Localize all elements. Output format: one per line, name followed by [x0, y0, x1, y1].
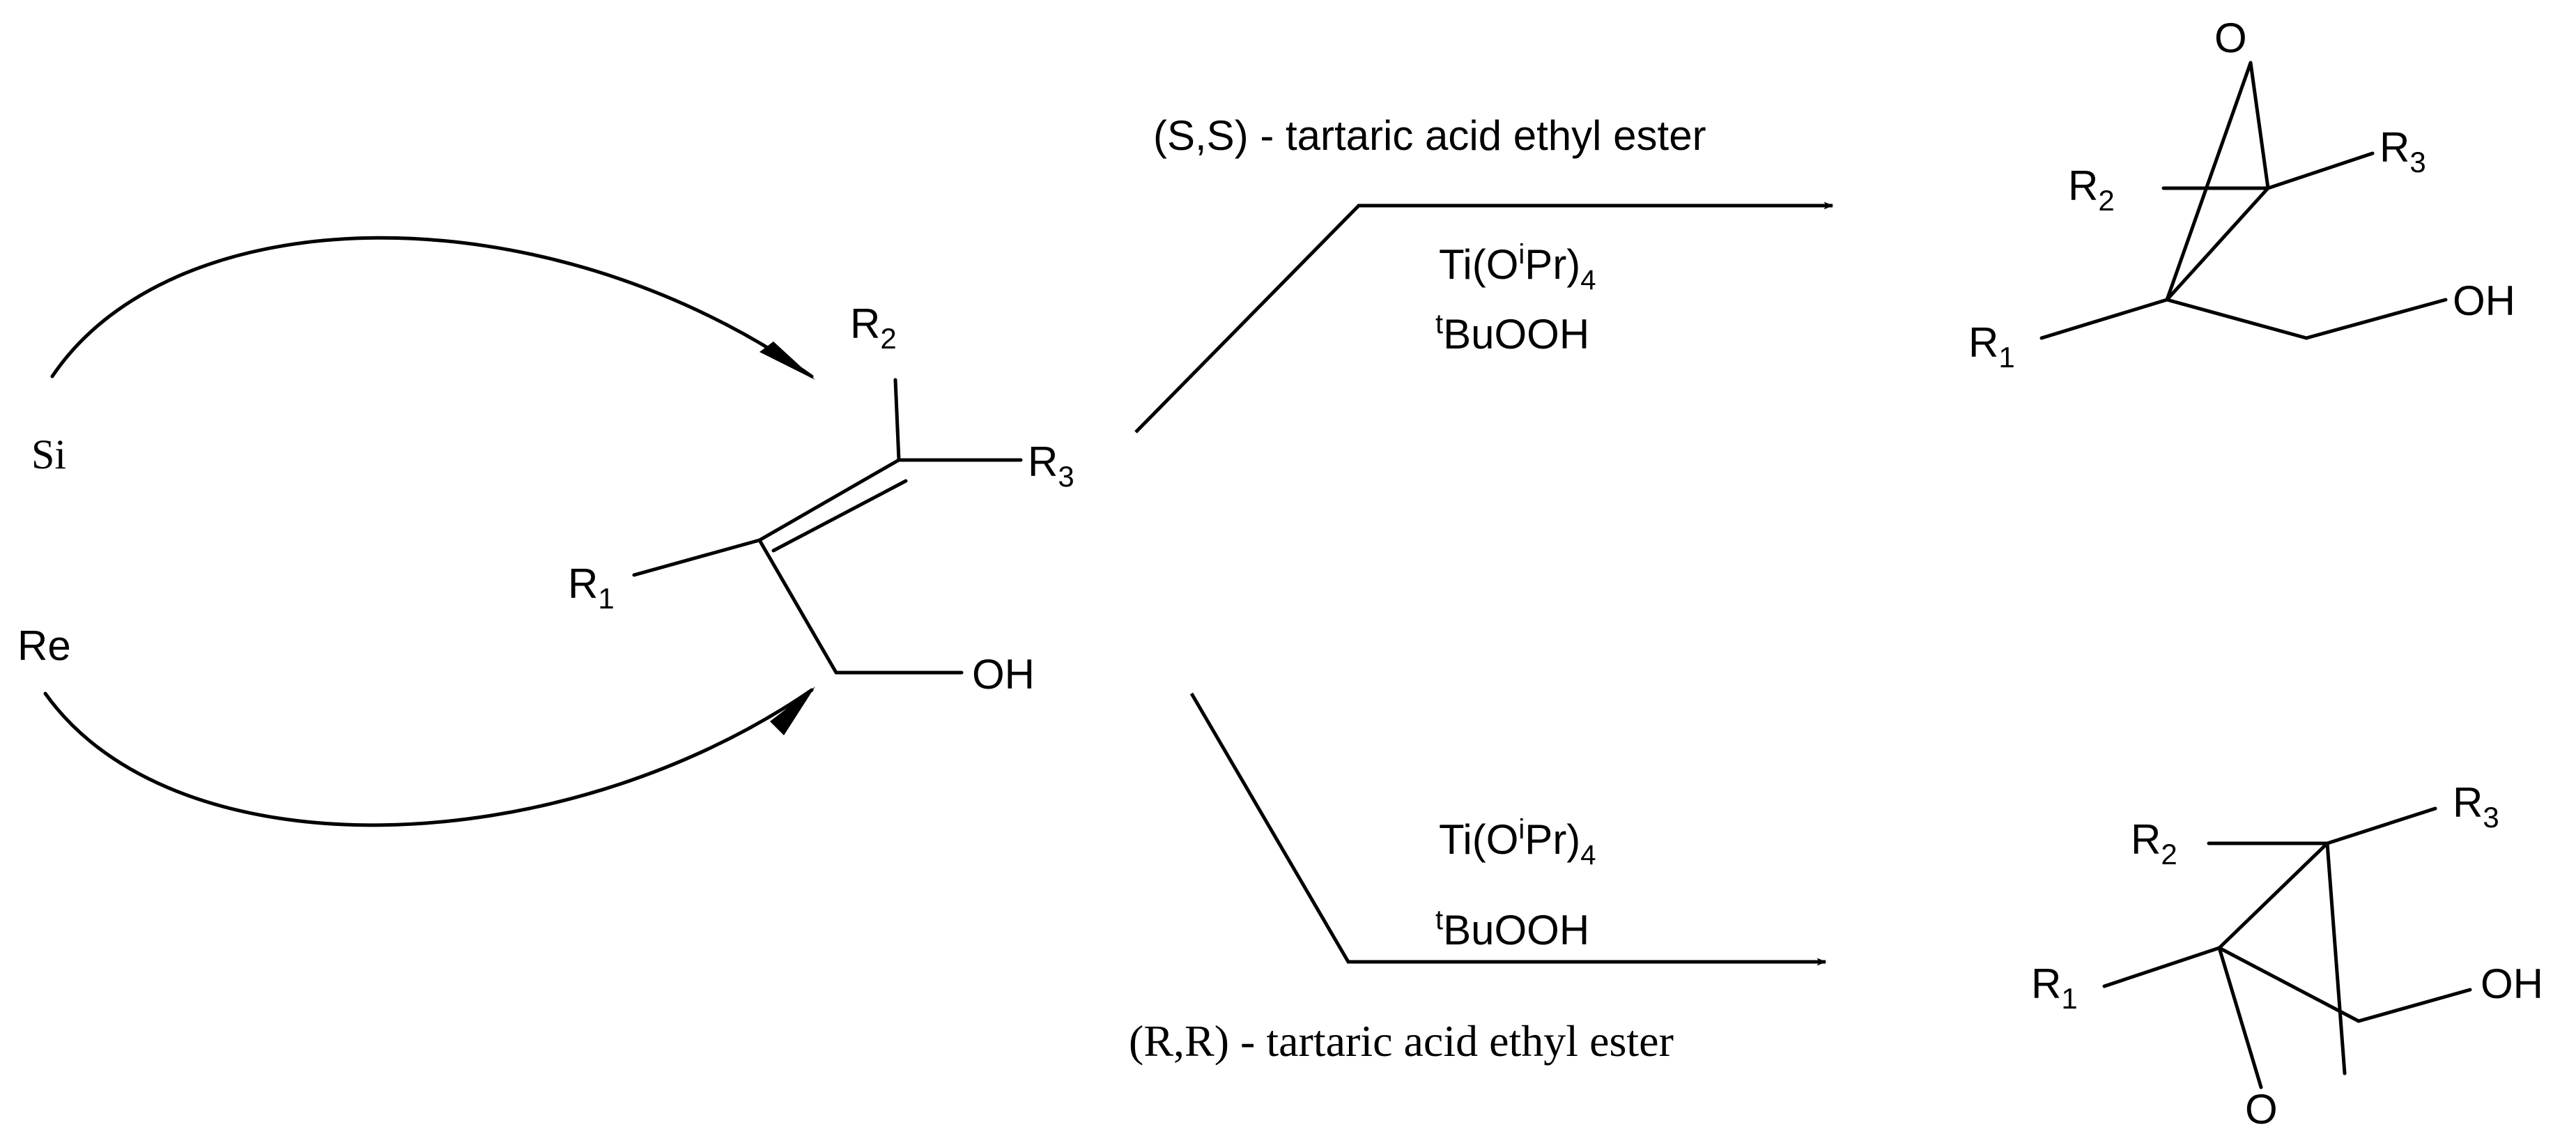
bottom-ti-reagent: Ti(OiPr)4 — [1439, 814, 1596, 871]
upper-r2-label: R2 — [2068, 162, 2115, 217]
upper-r1-label: R1 — [1968, 319, 2015, 374]
re-arrowhead — [770, 687, 815, 735]
allylic-alcohol-substrate: R2 R3 R1 OH — [568, 300, 1074, 698]
re-face-label: Re — [17, 622, 71, 669]
si-face-label: Si — [31, 431, 66, 477]
lower-epoxide-product: O R2 R3 R1 OH — [2031, 779, 2543, 1133]
si-arrowhead — [759, 342, 815, 380]
upper-oh-label: OH — [2453, 277, 2515, 324]
lower-r1-label: R1 — [2031, 960, 2078, 1015]
substrate-r3-label: R3 — [1028, 438, 1074, 493]
bottom-oxidant-reagent: tBuOOH — [1435, 905, 1589, 953]
re-face-arrow — [43, 688, 814, 827]
upper-r3-label: R3 — [2380, 124, 2426, 178]
bottom-ligand-label: (R,R) - tartaric acid ethyl ester — [1129, 1016, 1674, 1066]
substrate-r2-label: R2 — [850, 300, 897, 355]
lower-reaction-arrow — [1189, 692, 1827, 966]
lower-r3-label: R3 — [2453, 779, 2499, 834]
upper-reaction-arrow — [1134, 201, 1834, 434]
top-ligand-label: (S,S) - tartaric acid ethyl ester — [1153, 112, 1706, 159]
upper-epoxide-oxygen: O — [2214, 15, 2247, 61]
si-face-arrow — [50, 236, 814, 378]
lower-r2-label: R2 — [2131, 816, 2177, 871]
substrate-oh-label: OH — [972, 651, 1035, 698]
substrate-r1-label: R1 — [568, 560, 615, 615]
top-ti-reagent: Ti(OiPr)4 — [1439, 239, 1596, 296]
upper-epoxide-product: O R2 R3 R1 OH — [1968, 15, 2515, 374]
top-oxidant-reagent: tBuOOH — [1435, 309, 1589, 358]
lower-epoxide-oxygen: O — [2245, 1086, 2278, 1133]
lower-oh-label: OH — [2481, 960, 2543, 1007]
